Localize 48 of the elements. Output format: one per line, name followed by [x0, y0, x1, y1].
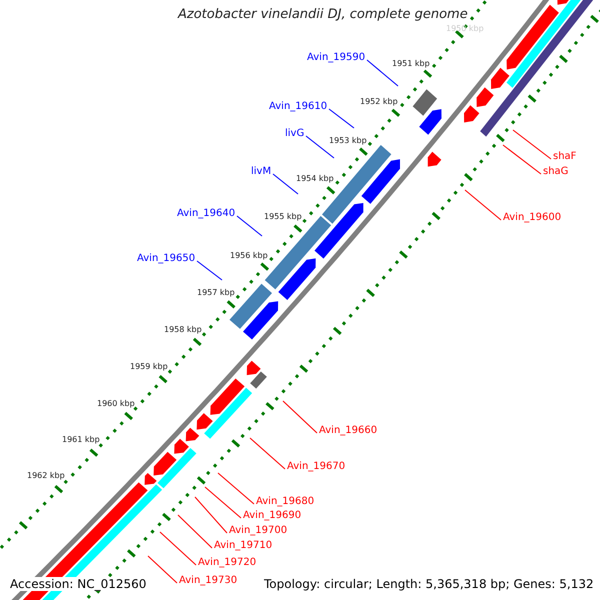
tick-label: 1959 kbp — [130, 363, 168, 371]
gene-label: livM — [251, 167, 272, 177]
leader-line — [282, 400, 318, 434]
gene-label: Avin_19600 — [503, 213, 562, 223]
tick-label: 1962 kbp — [27, 472, 65, 480]
leader-line — [366, 60, 398, 86]
tick-label: 1952 kbp — [360, 98, 398, 106]
gene-label: Avin_19590 — [307, 53, 366, 63]
gene-label: Avin_19710 — [214, 541, 272, 551]
gene-label: Avin_19610 — [269, 102, 328, 112]
gene-label: Avin_19720 — [198, 558, 256, 568]
tick-label: 1958 kbp — [164, 326, 202, 334]
gene-label: livG — [285, 129, 304, 139]
leader-line — [194, 496, 228, 534]
leader-line — [328, 108, 354, 128]
leader-line — [204, 486, 242, 518]
tick-label: 1953 kbp — [329, 137, 367, 145]
leader-line — [178, 514, 212, 548]
gene-label: Avin_19690 — [243, 511, 302, 521]
leader-line — [218, 472, 254, 504]
leader-line — [502, 144, 542, 174]
gene-label: Avin_19730 — [179, 576, 238, 586]
tick-label: 1957 kbp — [197, 289, 235, 297]
tick-label: 1961 kbp — [62, 436, 100, 444]
leader-line — [464, 190, 502, 220]
gene-label: Avin_19640 — [177, 209, 236, 219]
leader-line — [160, 532, 196, 566]
gene-label: Avin_19660 — [319, 426, 378, 436]
leader-line — [148, 556, 178, 584]
title: Azotobacter vinelandii DJ, complete genome — [178, 8, 468, 21]
gene-label: Avin_19670 — [287, 462, 346, 472]
gene-label: Avin_19650 — [137, 254, 196, 264]
gene-label: Avin_19680 — [256, 497, 314, 507]
leader-line — [272, 174, 298, 194]
leader-line — [512, 130, 552, 160]
leader-line — [196, 260, 222, 280]
tick-label: 1954 kbp — [296, 175, 334, 183]
leader-line — [250, 438, 286, 470]
tick-label: 1955 kbp — [264, 213, 302, 221]
leader-line — [236, 216, 262, 236]
tick-label: 1960 kbp — [97, 400, 135, 408]
leader-line — [306, 136, 334, 158]
tick-label: 1956 kbp — [230, 252, 268, 260]
gene-label: shaF — [553, 152, 576, 162]
gene-label: Avin_19700 — [229, 526, 288, 536]
gene-label: shaG — [543, 167, 568, 177]
footer-text: Accession: NC_012560 — [8, 577, 148, 591]
tick-label: 1951 kbp — [392, 60, 430, 68]
